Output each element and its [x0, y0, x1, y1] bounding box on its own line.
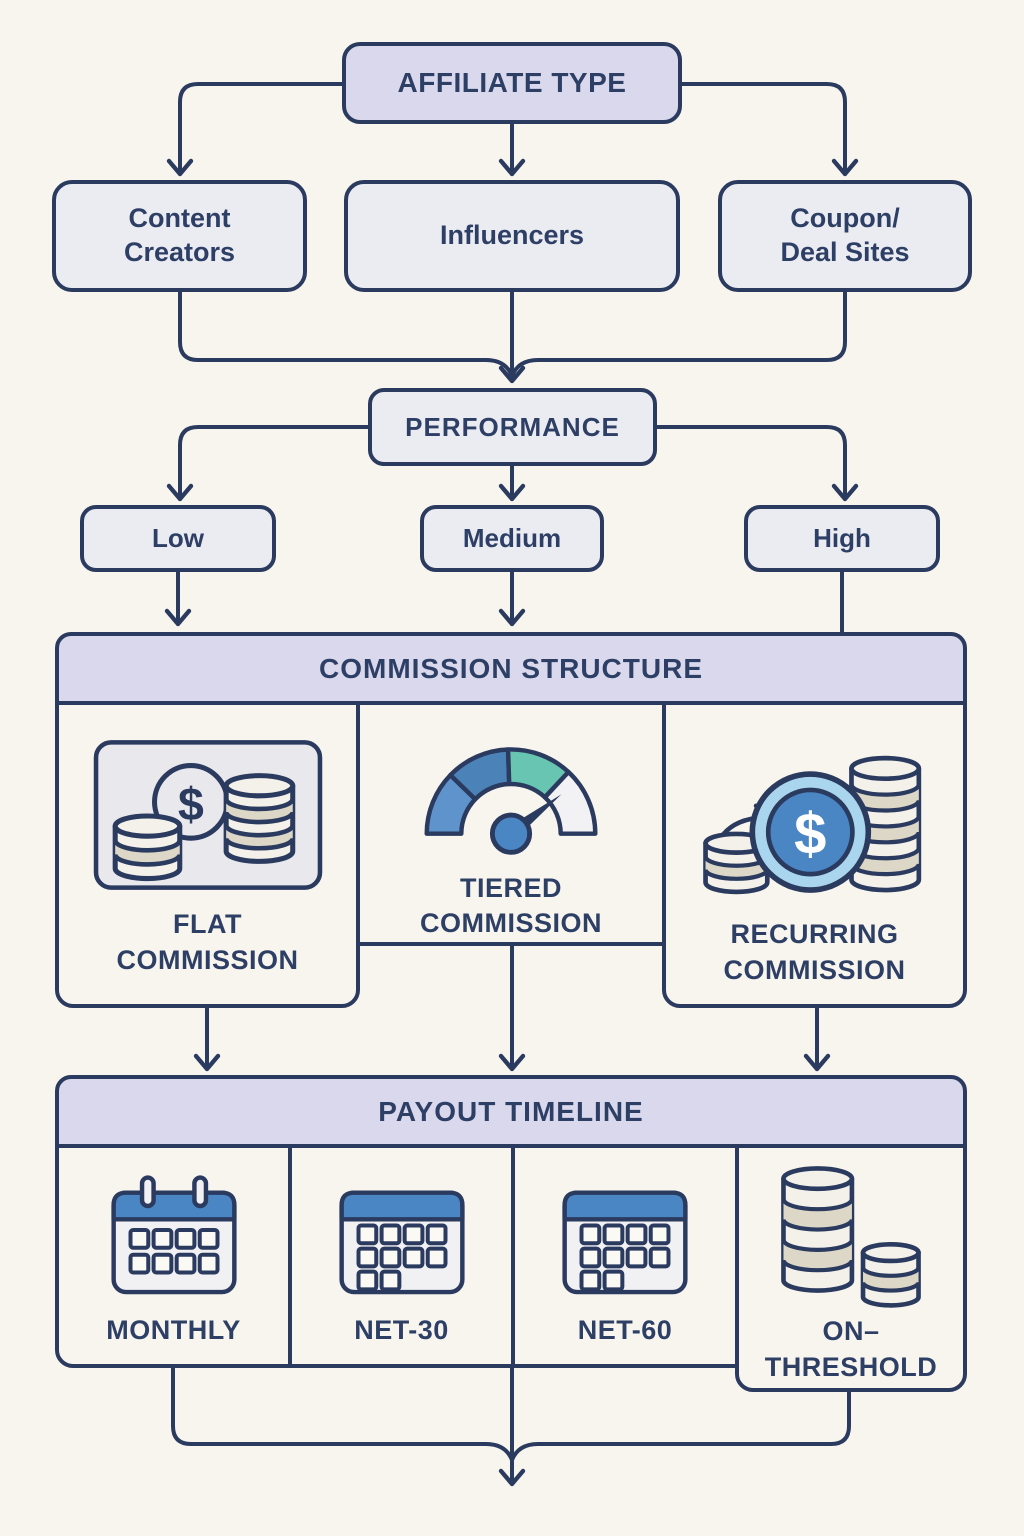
arrow-performance-to-low — [166, 425, 370, 502]
svg-text:$: $ — [794, 801, 826, 866]
cell-monthly: MONTHLY — [55, 1144, 292, 1368]
coupon-deal-sites-label: Coupon/ Deal Sites — [780, 203, 910, 267]
cell-recurring-commission: $ RECURRING COMMISSION — [662, 701, 967, 1008]
bottom-merge-right — [536, 1388, 851, 1446]
cell-net-30: NET-30 — [288, 1144, 515, 1368]
affiliate-type-node: AFFILIATE TYPE — [342, 42, 682, 124]
cell-tiered-commission: TIERED COMMISSION — [356, 701, 666, 946]
cell-on-threshold: ON– THRESHOLD — [735, 1144, 967, 1392]
node-medium: Medium — [420, 505, 604, 572]
low-label: Low — [152, 523, 204, 554]
bottom-merge-left — [171, 1364, 488, 1446]
recurring-dollar-coin-icon: $ — [702, 755, 921, 895]
gauge-icon — [424, 747, 598, 855]
tiered-commission-label: TIERED COMMISSION — [419, 872, 602, 939]
calendar-icon — [562, 1190, 688, 1295]
monthly-label: MONTHLY — [106, 1315, 241, 1345]
recurring-commission-label: RECURRING COMMISSION — [723, 919, 906, 985]
performance-label: PERFORMANCE — [405, 411, 620, 442]
arrow-performance-to-high — [655, 425, 859, 502]
net-30-label: NET-30 — [354, 1315, 449, 1345]
node-coupon-deal-sites: Coupon/ Deal Sites — [718, 180, 972, 292]
net-60-label: NET-60 — [577, 1315, 673, 1345]
node-influencers: Influencers — [344, 180, 680, 292]
merge-line-right — [536, 290, 847, 362]
calendar-icon — [338, 1190, 465, 1295]
coin-stacks-dollar-icon: $ — [93, 740, 322, 890]
content-creators-label: Content Creators — [123, 203, 236, 267]
cell-flat-commission: $ FLAT COMMISSION — [55, 701, 360, 1008]
calendar-rings-icon — [110, 1175, 237, 1295]
svg-text:$: $ — [177, 778, 203, 830]
node-content-creators: Content Creators — [52, 180, 307, 292]
payout-timeline-header: PAYOUT TIMELINE — [55, 1075, 967, 1148]
high-label: High — [813, 523, 871, 554]
merge-line-left — [178, 290, 488, 362]
commission-structure-header: COMMISSION STRUCTURE — [55, 632, 967, 705]
influencers-label: Influencers — [439, 220, 585, 251]
commission-structure-label: COMMISSION STRUCTURE — [319, 652, 703, 684]
node-high: High — [744, 505, 940, 572]
node-low: Low — [80, 505, 276, 572]
affiliate-type-label: AFFILIATE TYPE — [397, 67, 627, 98]
payout-timeline-label: PAYOUT TIMELINE — [378, 1095, 644, 1127]
flat-commission-label: FLAT COMMISSION — [116, 909, 299, 975]
arrow-affiliate-to-coupon — [680, 82, 859, 177]
arrow-affiliate-to-content — [166, 82, 344, 177]
medium-label: Medium — [462, 523, 562, 554]
performance-node: PERFORMANCE — [368, 388, 657, 466]
coin-stacks-icon — [781, 1166, 921, 1308]
cell-net-60: NET-60 — [511, 1144, 739, 1368]
on-threshold-label: ON– THRESHOLD — [764, 1316, 938, 1382]
